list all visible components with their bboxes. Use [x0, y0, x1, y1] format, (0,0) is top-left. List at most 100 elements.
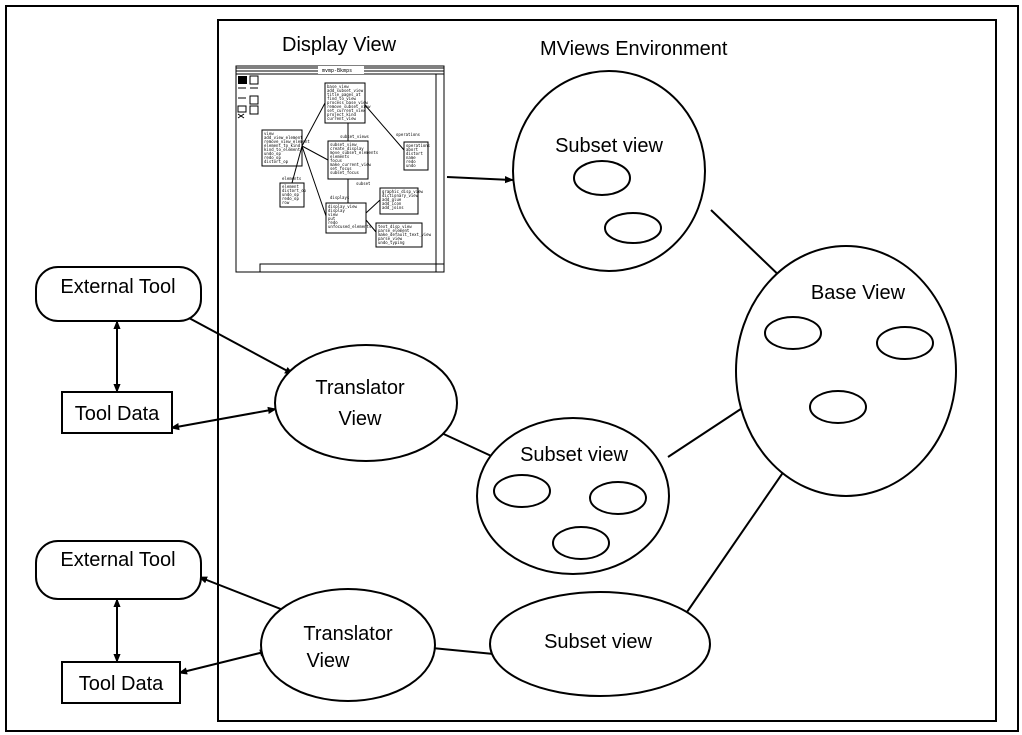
screenshot-links	[291, 102, 405, 233]
element-ellipse	[552, 526, 610, 560]
svg-text:remove_subset_view: remove_subset_view	[327, 104, 371, 109]
arrow-external1-translator1	[175, 310, 294, 375]
svg-text:remove_view_element: remove_view_element	[264, 139, 310, 144]
outer-frame	[5, 5, 1019, 732]
screenshot-tool-icon	[237, 105, 247, 113]
svg-text:subset: subset	[356, 181, 371, 186]
svg-text:make_default_text_view: make_default_text_view	[378, 232, 432, 237]
translator-view-2-line2: View	[307, 650, 351, 672]
subset-view-bottom-node: Subset view	[489, 591, 711, 697]
subset-view-top-node: Subset view	[512, 70, 706, 272]
svg-text:abort: abort	[406, 147, 419, 152]
svg-text:process_base_view: process_base_view	[327, 100, 369, 105]
svg-text:elements: elements	[330, 154, 350, 159]
screenshot-tool-icon	[237, 87, 246, 119]
svg-text:add_view_element: add_view_element	[264, 135, 303, 140]
screenshot-tool-icon	[249, 105, 259, 115]
screenshot-tool-icon	[249, 75, 259, 85]
tool-data-2-label: Tool Data	[79, 673, 164, 695]
screenshot-hscroll	[259, 263, 437, 273]
base-view-label: Base View	[811, 282, 906, 304]
element-ellipse	[493, 474, 551, 508]
svg-text:move_subset_elements: move_subset_elements	[330, 150, 379, 155]
svg-text:set_current_view: set_current_view	[327, 108, 366, 113]
element-ellipse	[589, 481, 647, 515]
translator-view-1-line1: Translator	[315, 377, 405, 399]
subset-view-bottom-label: Subset view	[544, 631, 652, 653]
svg-text:focus: focus	[330, 158, 343, 163]
element-ellipse	[604, 212, 662, 244]
svg-text:graphic_disp_view: graphic_disp_view	[382, 189, 424, 194]
svg-text:dictionary_view: dictionary_view	[382, 193, 419, 198]
svg-text:distort_op: distort_op	[264, 159, 289, 164]
translator-view-1-line2: View	[339, 408, 383, 430]
svg-text:element_to_kind: element_to_kind	[264, 143, 301, 148]
svg-text:distort: distort	[406, 151, 423, 156]
svg-text:display_view: display_view	[328, 204, 357, 209]
svg-text:subset_views: subset_views	[340, 134, 369, 139]
external-tool-2-node: External Tool	[35, 540, 202, 600]
arrow-subset-top-to-base	[710, 209, 788, 284]
external-tool-2-label: External Tool	[60, 549, 175, 571]
arrow-tooldata1-translator1	[170, 406, 277, 431]
svg-text:base_view: base_view	[327, 84, 349, 89]
translator-view-2-node: Translator View	[260, 588, 436, 702]
arrow-tooldata2-translator2	[178, 649, 269, 675]
svg-text:element: element	[282, 184, 299, 189]
svg-text:unfocused_elements: unfocused_elements	[328, 224, 372, 229]
element-ellipse	[764, 316, 822, 350]
translator-view-2-line1: Translator	[303, 623, 393, 645]
external-tool-1-node: External Tool	[35, 266, 202, 322]
svg-text:add_joins: add_joins	[382, 205, 404, 210]
arrow-external2-translator2	[198, 576, 292, 614]
svg-text:add_subset_view: add_subset_view	[327, 88, 364, 93]
screenshot-box: graphic_disp_view dictionary_view add_gl…	[379, 187, 424, 215]
svg-text:name: name	[406, 155, 416, 160]
svg-text:kind_to_element: kind_to_element	[264, 147, 301, 152]
svg-text:redo: redo	[328, 220, 338, 225]
svg-text:view: view	[328, 212, 338, 217]
svg-text:make_current_view: make_current_view	[330, 162, 372, 167]
svg-text:title_pages_at: title_pages_at	[327, 92, 361, 97]
svg-text:displays: displays	[330, 195, 350, 200]
element-ellipse	[573, 160, 631, 196]
element-ellipse	[876, 326, 934, 360]
svg-text:set_focus: set_focus	[330, 166, 352, 171]
svg-text:text_disp_view: text_disp_view	[378, 224, 412, 229]
svg-text:subset_focus: subset_focus	[330, 170, 359, 175]
screenshot-window-title: mvmp-Bkmps	[322, 68, 352, 74]
screenshot-vscroll	[435, 73, 445, 265]
tool-data-1-label: Tool Data	[75, 403, 160, 425]
base-view-node: Base View	[735, 245, 957, 497]
tool-data-2-node: Tool Data	[61, 661, 181, 704]
svg-text:undo_op: undo_op	[264, 151, 281, 156]
svg-text:undo: undo	[406, 163, 416, 168]
svg-text:add_glue: add_glue	[382, 197, 402, 202]
screenshot-box: base_view add_subset_view title_pages_at…	[324, 82, 371, 124]
svg-text:put: put	[328, 216, 336, 221]
svg-text:parse_view: parse_view	[378, 236, 403, 241]
svg-text:current_view: current_view	[327, 116, 356, 121]
subset-view-middle-label: Subset view	[520, 444, 628, 466]
tool-data-1-node: Tool Data	[61, 391, 173, 434]
svg-text:operations: operations	[396, 132, 421, 137]
svg-text:operations: operations	[406, 143, 431, 148]
svg-text:redo_op: redo_op	[282, 196, 299, 201]
svg-text:view: view	[264, 131, 274, 136]
external-tool-1-label: External Tool	[60, 276, 175, 298]
svg-text:display: display	[328, 208, 345, 213]
subset-view-top-label: Subset view	[555, 135, 663, 157]
svg-text:add_icon: add_icon	[382, 201, 402, 206]
svg-text:redo: redo	[406, 159, 416, 164]
screenshot-box: view add_view_element remove_view_elemen…	[261, 129, 310, 167]
display-view-screenshot: mvmp-Bkmps base_view add_subset_view tit…	[235, 65, 445, 273]
screenshot-box: text_disp_view parse_element make_defaul…	[375, 222, 432, 248]
translator-view-1-node: Translator View	[274, 344, 458, 462]
element-ellipse	[809, 390, 867, 424]
arrow-subset-bottom-to-base	[675, 457, 794, 629]
subset-view-middle-node: Subset view	[476, 417, 670, 575]
screenshot-box: element distort_op undo_op redo_op row	[279, 182, 307, 208]
svg-text:create_display: create_display	[330, 146, 364, 151]
svg-text:project_kind: project_kind	[327, 112, 356, 117]
